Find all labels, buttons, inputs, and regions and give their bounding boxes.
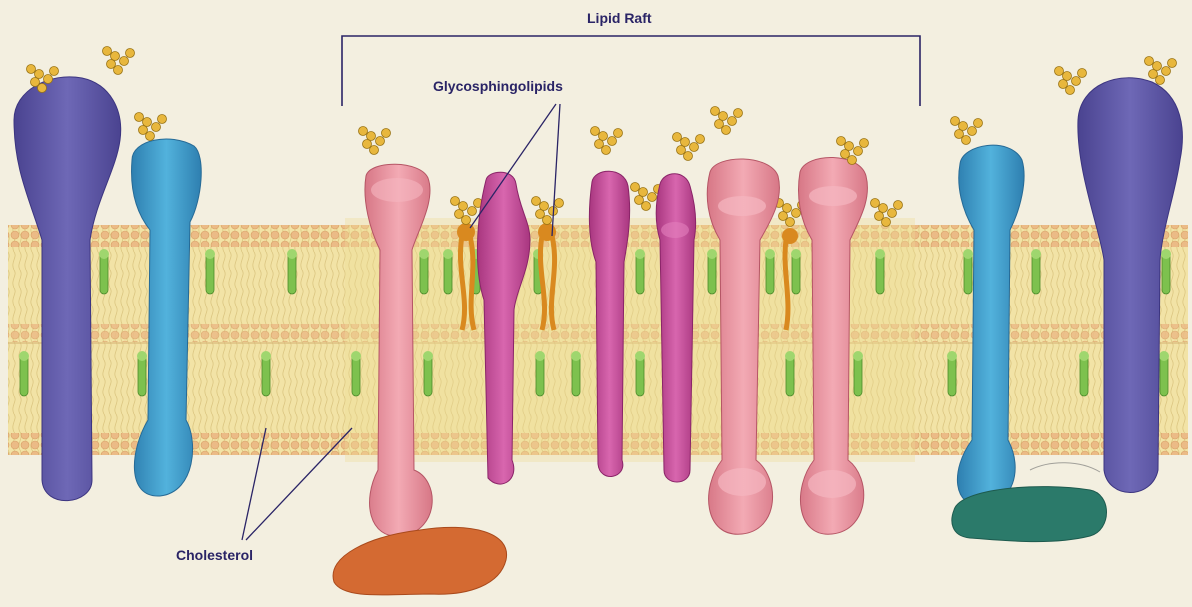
lipid-raft-label: Lipid Raft	[587, 10, 652, 26]
glycosphingolipids-label: Glycosphingolipids	[433, 78, 563, 94]
cholesterol-label: Cholesterol	[176, 547, 253, 563]
